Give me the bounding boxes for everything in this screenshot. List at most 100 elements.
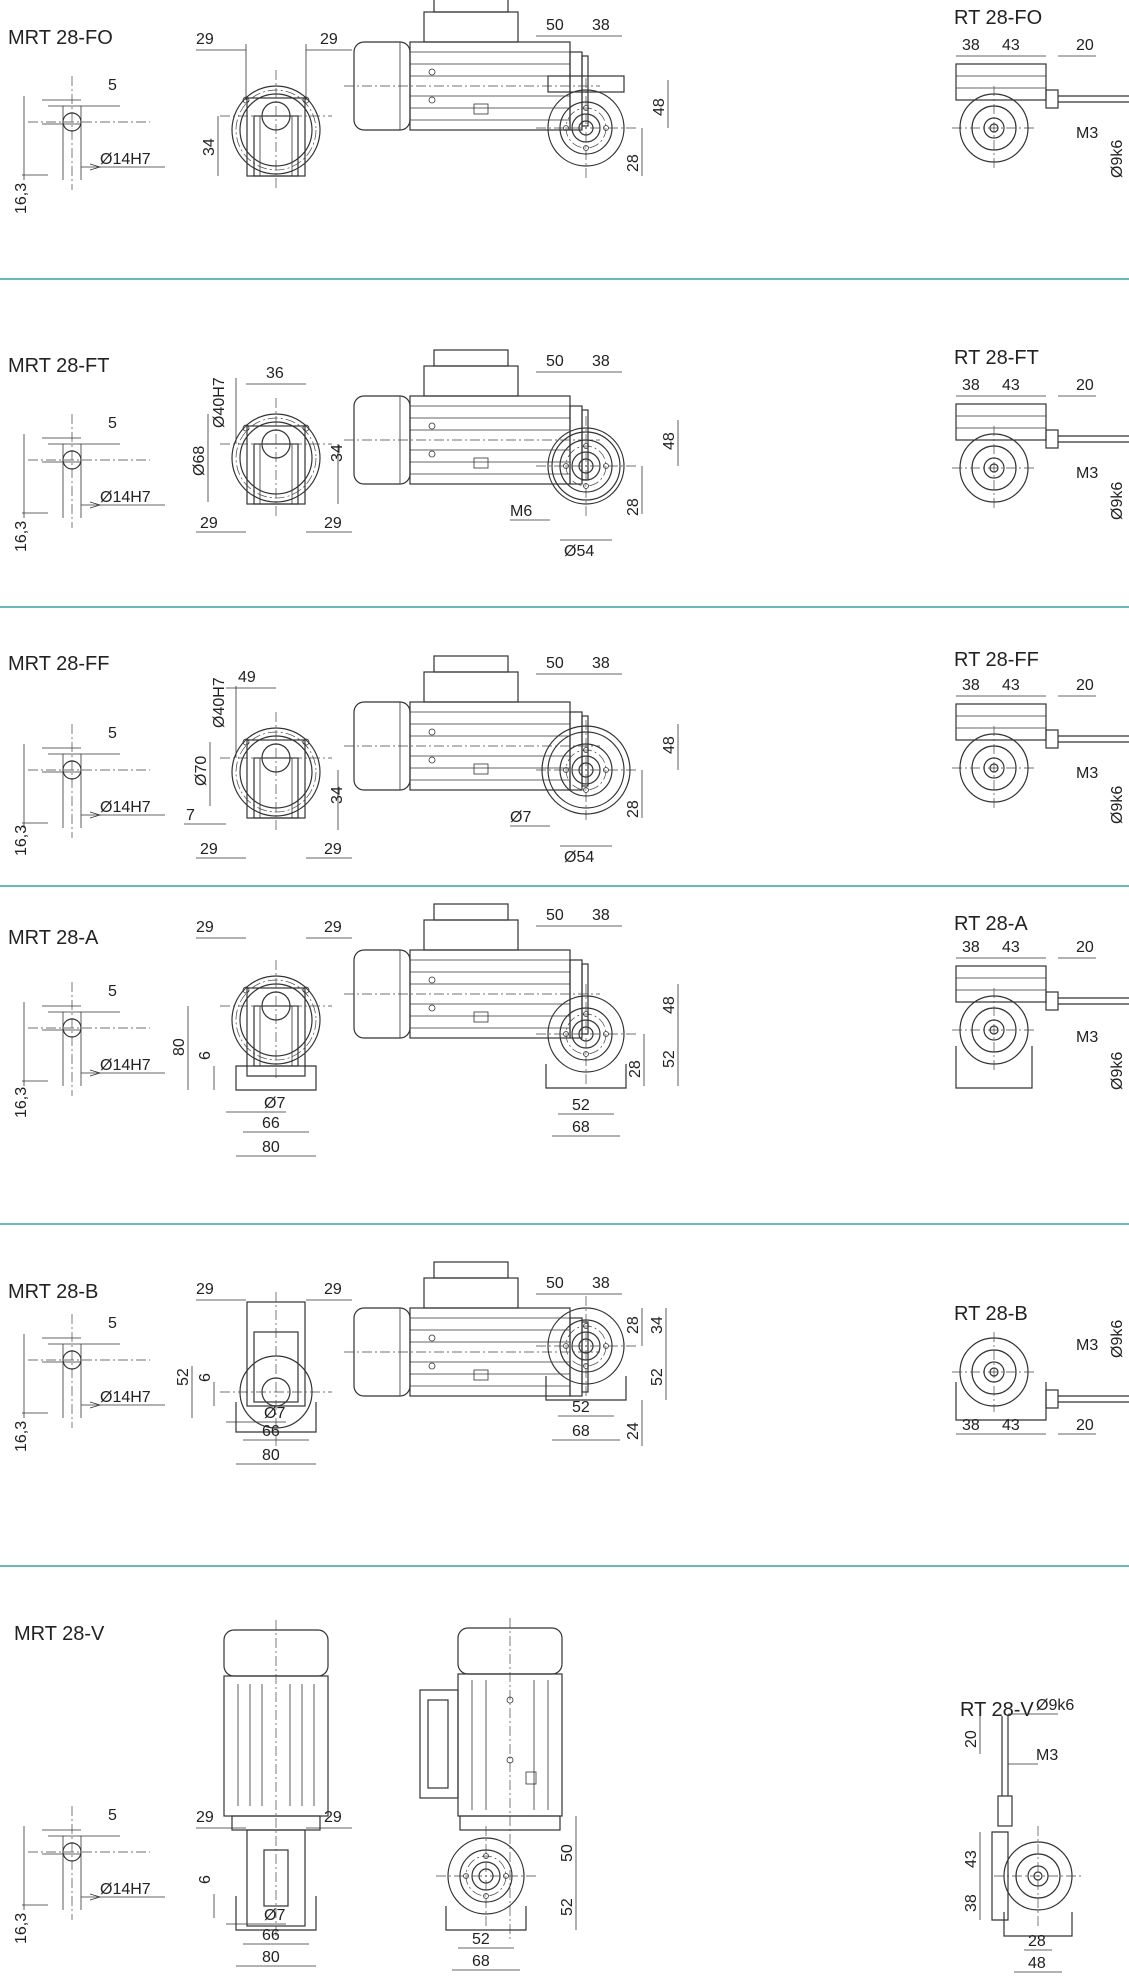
vertical-front-view: 29 29 6 Ø7 66 80 — [196, 1620, 352, 1967]
right-width-dim: 29 — [324, 515, 342, 532]
right-width-dim: 29 — [324, 1809, 342, 1826]
left-width-dim: 29 — [196, 919, 214, 936]
width-dim-2: 80 — [262, 1447, 280, 1464]
rt-thread-dim: M3 — [1076, 465, 1098, 482]
rt-thread-dim: M3 — [1076, 1337, 1098, 1354]
rt-dim-b: 43 — [1002, 377, 1020, 394]
section-mrt-28-ft: MRT 28-FT RT 28-FT 5 Ø14H7 16,3 Ø40H7 36… — [8, 347, 1129, 560]
left-width-dim: 29 — [200, 515, 218, 532]
left-width-dim: 29 — [196, 31, 214, 48]
section-title: MRT 28-FT — [8, 355, 110, 377]
height-dim-3: 52 — [649, 1368, 666, 1386]
section-title: MRT 28-V — [14, 1623, 105, 1645]
rt-dim-c: 20 — [1076, 677, 1094, 694]
rt-dim-b: 43 — [1002, 37, 1020, 54]
section-title: MRT 28-FF — [8, 653, 110, 675]
rt-dim-a: 38 — [962, 37, 980, 54]
shaft-detail: 5 Ø14H7 16,3 — [13, 981, 166, 1118]
gear-front-view: 29 29 52 6 Ø7 66 80 — [175, 1281, 352, 1465]
height-dim-2: 34 — [649, 1316, 666, 1334]
hole-dim: Ø7 — [264, 1095, 285, 1112]
rt-view: Ø9k6 20 M3 43 38 28 48 — [963, 1697, 1082, 1973]
rt-thread-dim: M3 — [1076, 125, 1098, 142]
shaft-height-dim: 16,3 — [13, 521, 30, 552]
height-dim-1: 48 — [661, 996, 678, 1014]
foot-dim: 6 — [197, 1875, 214, 1884]
top-dim-1: 50 — [546, 353, 564, 370]
bore-dim: Ø14H7 — [100, 799, 151, 816]
shaft-height-dim: 16,3 — [13, 825, 30, 856]
bore-dim: Ø14H7 — [100, 489, 151, 506]
right-width-dim: 29 — [324, 1281, 342, 1298]
section-title: MRT 28-A — [8, 927, 99, 949]
shaft-detail: 5 Ø14H7 16,3 — [13, 75, 166, 214]
top-dim-2: 38 — [592, 353, 610, 370]
rt-dim-h0: 20 — [963, 1730, 980, 1748]
width-dim-1: 66 — [262, 1927, 280, 1944]
gear-side-view: 50 38 28 34 52 24 52 68 — [535, 1275, 667, 1446]
rt-dim-a: 38 — [962, 939, 980, 956]
width-dim-2: 68 — [472, 1953, 490, 1970]
shaft-height-dim: 16,3 — [13, 183, 30, 214]
dia-dim: Ø54 — [564, 543, 594, 560]
height-dim-2: 28 — [627, 1060, 644, 1078]
top-dim-2: 38 — [592, 907, 610, 924]
left-width-dim: 29 — [196, 1809, 214, 1826]
flange-dim: Ø40H7 — [211, 377, 228, 428]
key-width-dim: 5 — [108, 983, 117, 1000]
width-dim-2: 80 — [262, 1139, 280, 1156]
section-mrt-28-ff: MRT 28-FF RT 28-FF 5 Ø14H7 16,3 Ø40H7 49… — [8, 649, 1129, 866]
top-dim-1: 50 — [546, 907, 564, 924]
gear-front-view: Ø40H7 36 Ø68 34 29 29 — [191, 365, 352, 533]
rt-section-title: RT 28-FO — [954, 7, 1042, 29]
hole-dim: Ø7 — [264, 1405, 285, 1422]
rt-dim-a: 38 — [962, 377, 980, 394]
top-dim-1: 50 — [546, 17, 564, 34]
height-dim: 52 — [175, 1368, 192, 1386]
height-dim: 34 — [329, 444, 346, 462]
height-dim-1: 48 — [661, 432, 678, 450]
foot-dim: 6 — [197, 1051, 214, 1060]
bore-dim: Ø14H7 — [100, 151, 151, 168]
width-dim: 36 — [266, 365, 284, 382]
height-dim-1: 28 — [625, 1316, 642, 1334]
rt-dim-a: 38 — [962, 1417, 980, 1434]
height-dim: 80 — [171, 1038, 188, 1056]
width-dim-1: 66 — [262, 1423, 280, 1440]
rt-thread-dim: M3 — [1076, 765, 1098, 782]
shaft-height-dim: 16,3 — [13, 1913, 30, 1944]
rt-shaft-dim: Ø9k6 — [1109, 786, 1126, 824]
width-dim-1: 66 — [262, 1115, 280, 1132]
rt-view: 38 43 20 M3 Ø9k6 — [951, 37, 1129, 178]
top-dim-1: 50 — [546, 1275, 564, 1292]
gear-front-view: 29 29 34 — [196, 31, 352, 191]
bore-dim: Ø14H7 — [100, 1881, 151, 1898]
rt-section-title: RT 28-FT — [954, 347, 1039, 369]
height-dim-1: 50 — [559, 1844, 576, 1862]
rt-view: 38 43 20 M3 Ø9k6 — [951, 377, 1129, 520]
width-dim-2: 68 — [572, 1119, 590, 1136]
thread-dim: M6 — [510, 503, 532, 520]
height-dim-2: 52 — [559, 1898, 576, 1916]
right-width-dim: 29 — [324, 841, 342, 858]
rt-dim-b: 43 — [1002, 677, 1020, 694]
rt-shaft-dim: Ø9k6 — [1109, 1320, 1126, 1358]
height-dim-2: 28 — [625, 154, 642, 172]
rt-view: 38 43 20 M3 Ø9k6 — [951, 939, 1129, 1090]
rt-dim-c: 20 — [1076, 377, 1094, 394]
gear-front-view: 29 29 80 6 Ø7 66 80 — [171, 919, 352, 1157]
rt-dim-b: 43 — [963, 1850, 980, 1868]
key-width-dim: 5 — [108, 1807, 117, 1824]
shaft-detail: 5 Ø14H7 16,3 — [13, 1805, 166, 1944]
shaft-height-dim: 16,3 — [13, 1087, 30, 1118]
height-dim-3: 52 — [661, 1050, 678, 1068]
height-dim-2: 28 — [625, 498, 642, 516]
gear-front-view: Ø40H7 49 Ø70 34 7 29 29 — [184, 669, 352, 859]
rt-view: 38 43 20 M3 Ø9k6 — [952, 1320, 1129, 1435]
height-dim-2: 28 — [625, 800, 642, 818]
rt-dim-a: 38 — [962, 677, 980, 694]
section-mrt-28-a: MRT 28-A RT 28-A 5 Ø14H7 16,3 29 29 80 6… — [8, 903, 1129, 1157]
rt-dim-c: 20 — [1076, 1417, 1094, 1434]
rt-section-title: RT 28-B — [954, 1303, 1028, 1325]
